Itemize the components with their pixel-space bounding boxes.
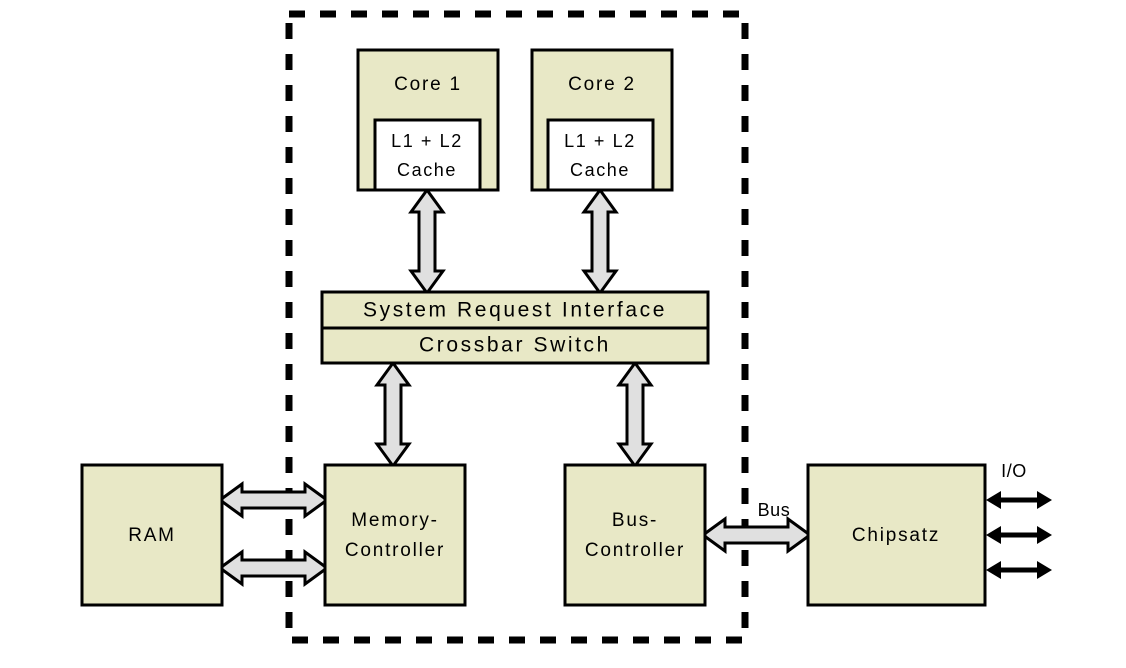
core-2-cache-rect[interactable] [546, 118, 655, 192]
core-1-label: Core 1 [394, 74, 462, 95]
crossbar-switch-label: Crossbar Switch [419, 334, 611, 357]
ram-rect[interactable] [80, 463, 224, 607]
memory-controller-rect[interactable] [323, 463, 467, 607]
cpu-die-dashed-boundary [285, 10, 749, 644]
bar-system-request-interface[interactable]: System Request Interface [320, 290, 710, 330]
core-1-cache-rect[interactable] [373, 118, 482, 192]
block-chipsatz[interactable]: Chipsatz [806, 463, 987, 607]
bus-controller-rect[interactable] [563, 463, 707, 607]
core-2-label: Core 2 [568, 74, 636, 95]
io-arrow-3 [986, 561, 1052, 579]
io-arrow-1 [986, 491, 1052, 509]
block-bus-controller[interactable]: Bus- Controller [563, 463, 707, 607]
annotations-layer: Bus I/O [758, 461, 1027, 520]
memory-controller-label-line1: Memory- [351, 510, 439, 531]
core-1-cache-label-line1: L1 + L2 [391, 131, 463, 151]
io-label: I/O [1001, 461, 1027, 481]
arrow-crossbar-to-memctl [374, 360, 412, 469]
system-request-interface-rect[interactable] [320, 290, 710, 330]
arrow-core2-to-sri [581, 187, 619, 296]
block-memory-controller[interactable]: Memory- Controller [323, 463, 467, 607]
chipsatz-rect[interactable] [806, 463, 987, 607]
crossbar-switch-rect[interactable] [320, 326, 710, 365]
bus-controller-label-line2: Controller [585, 540, 685, 561]
bar-crossbar-switch[interactable]: Crossbar Switch [320, 326, 710, 365]
arrow-core1-to-sri [408, 187, 446, 296]
arrow-ram-memctl-lower [217, 549, 330, 587]
block-core-2-cache[interactable]: L1 + L2 Cache [546, 118, 655, 192]
block-core-1-cache[interactable]: L1 + L2 Cache [373, 118, 482, 192]
system-request-interface-label: System Request Interface [363, 299, 667, 322]
core-1-cache-label-line2: Cache [397, 160, 457, 180]
ram-label: RAM [128, 525, 176, 546]
arrow-crossbar-to-busctl [616, 360, 654, 469]
arrows-layer [217, 187, 1052, 587]
core-2-cache-label-line2: Cache [570, 160, 630, 180]
block-ram[interactable]: RAM [80, 463, 224, 607]
core-2-cache-label-line1: L1 + L2 [564, 131, 636, 151]
arrow-ram-memctl-upper [217, 481, 330, 519]
io-arrow-2 [986, 526, 1052, 544]
chipsatz-label: Chipsatz [852, 525, 940, 546]
chip-boundary-layer [285, 10, 749, 644]
arrow-busctl-chipsatz [700, 516, 813, 554]
memory-controller-label-line2: Controller [345, 540, 445, 561]
bus-label: Bus [758, 500, 791, 520]
bus-controller-label-line1: Bus- [612, 510, 658, 531]
